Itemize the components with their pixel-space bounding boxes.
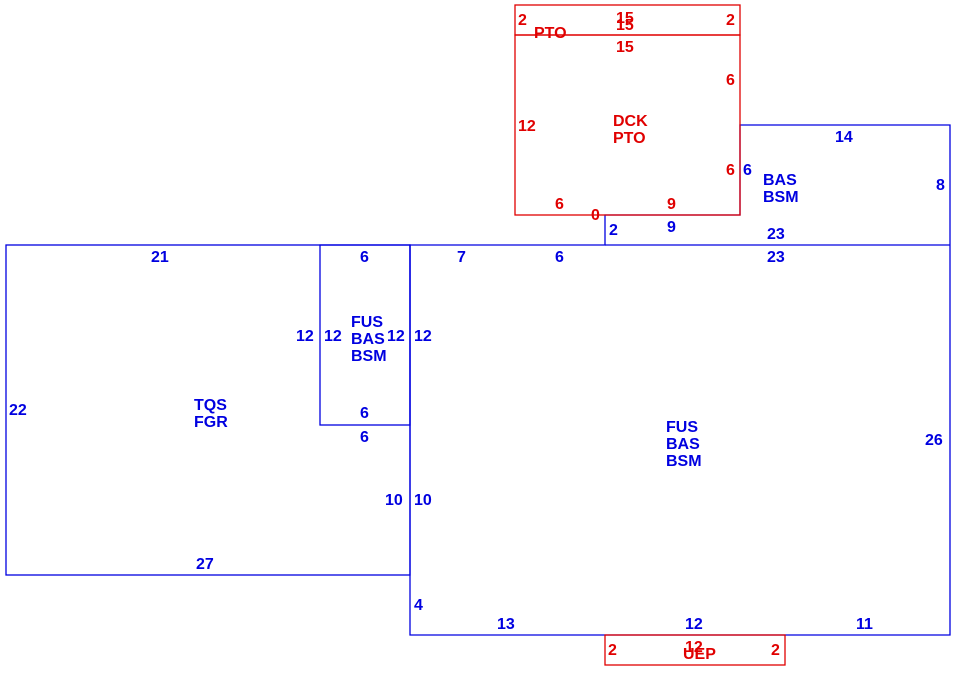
small-room-bottom-out-dim: 6	[360, 429, 369, 446]
deck-right-low-dim: 6	[726, 162, 735, 179]
pto-top-dim-3: 15	[616, 39, 634, 56]
uep-top-dim: 12	[685, 639, 703, 656]
garage-left-dim: 22	[9, 402, 27, 419]
small-room-right-in-dim: 12	[387, 328, 405, 345]
blue-outlines	[5, 124, 951, 636]
deck-bottom-dim-a: 6	[555, 196, 564, 213]
deck-outline	[514, 34, 741, 216]
main-label-2: BAS	[666, 436, 700, 453]
garage-label-1: TQS	[194, 397, 227, 414]
deck-right-top-dim: 6	[726, 72, 735, 89]
main-label-1: FUS	[666, 419, 698, 436]
main-bottom-dim-c: 11	[856, 616, 873, 633]
bas-annex-step-left-dim: 2	[609, 222, 618, 239]
garage-top-dim: 21	[151, 249, 169, 266]
main-left-step-dim: 4	[414, 597, 423, 614]
bas-annex-label-2: BSM	[763, 189, 799, 206]
small-room-left-in-dim: 12	[324, 328, 342, 345]
small-room-label-1: FUS	[351, 314, 383, 331]
garage-label-2: FGR	[194, 414, 228, 431]
pto-top-dim: 15	[616, 10, 634, 27]
main-right-dim: 26	[925, 432, 943, 449]
small-room-label-3: BSM	[351, 348, 387, 365]
small-room-left-out-dim: 12	[296, 328, 314, 345]
small-room-right-out-dim: 12	[414, 328, 432, 345]
deck-label-2: PTO	[613, 130, 646, 147]
small-room-top-dim: 6	[360, 249, 369, 266]
pto-top-dim-2: 15	[616, 17, 634, 34]
main-area-outline	[409, 124, 951, 636]
red-outlines	[514, 4, 786, 666]
bas-annex-right-dim: 8	[936, 177, 945, 194]
uep-label: UEP	[683, 646, 716, 663]
deck-bottom-dim-c: 9	[667, 196, 676, 213]
main-bottom-dim-a: 13	[497, 616, 515, 633]
deck-bottom-dim-b: 0	[591, 207, 600, 224]
bas-annex-left-dim: 6	[743, 162, 752, 179]
main-top-dim-c: 23	[767, 249, 785, 266]
bas-annex-label-1: BAS	[763, 172, 797, 189]
uep-left-dim: 2	[608, 642, 617, 659]
main-top-dim-a: 7	[457, 249, 466, 266]
pto-left-dim: 2	[518, 12, 527, 29]
deck-left-dim: 12	[518, 118, 536, 135]
pto-top-label: PTO	[534, 25, 567, 42]
deck-label-1: DCK	[613, 113, 648, 130]
small-room-bottom-in-dim: 6	[360, 405, 369, 422]
small-room-label-2: BAS	[351, 331, 385, 348]
pto-right-dim: 2	[726, 12, 735, 29]
uep-outline	[604, 634, 786, 666]
main-label-3: BSM	[666, 453, 702, 470]
bas-annex-bottom-dim: 23	[767, 226, 785, 243]
bas-annex-top-dim: 14	[835, 129, 853, 146]
main-bottom-dim-b: 12	[685, 616, 703, 633]
bas-annex-step-bottom-dim: 9	[667, 219, 676, 236]
garage-bottom-dim: 27	[196, 556, 214, 573]
garage-right-lower-dim: 10	[385, 492, 403, 509]
uep-right-dim: 2	[771, 642, 780, 659]
main-left-lower-dim: 10	[414, 492, 432, 509]
main-top-dim-b: 6	[555, 249, 564, 266]
